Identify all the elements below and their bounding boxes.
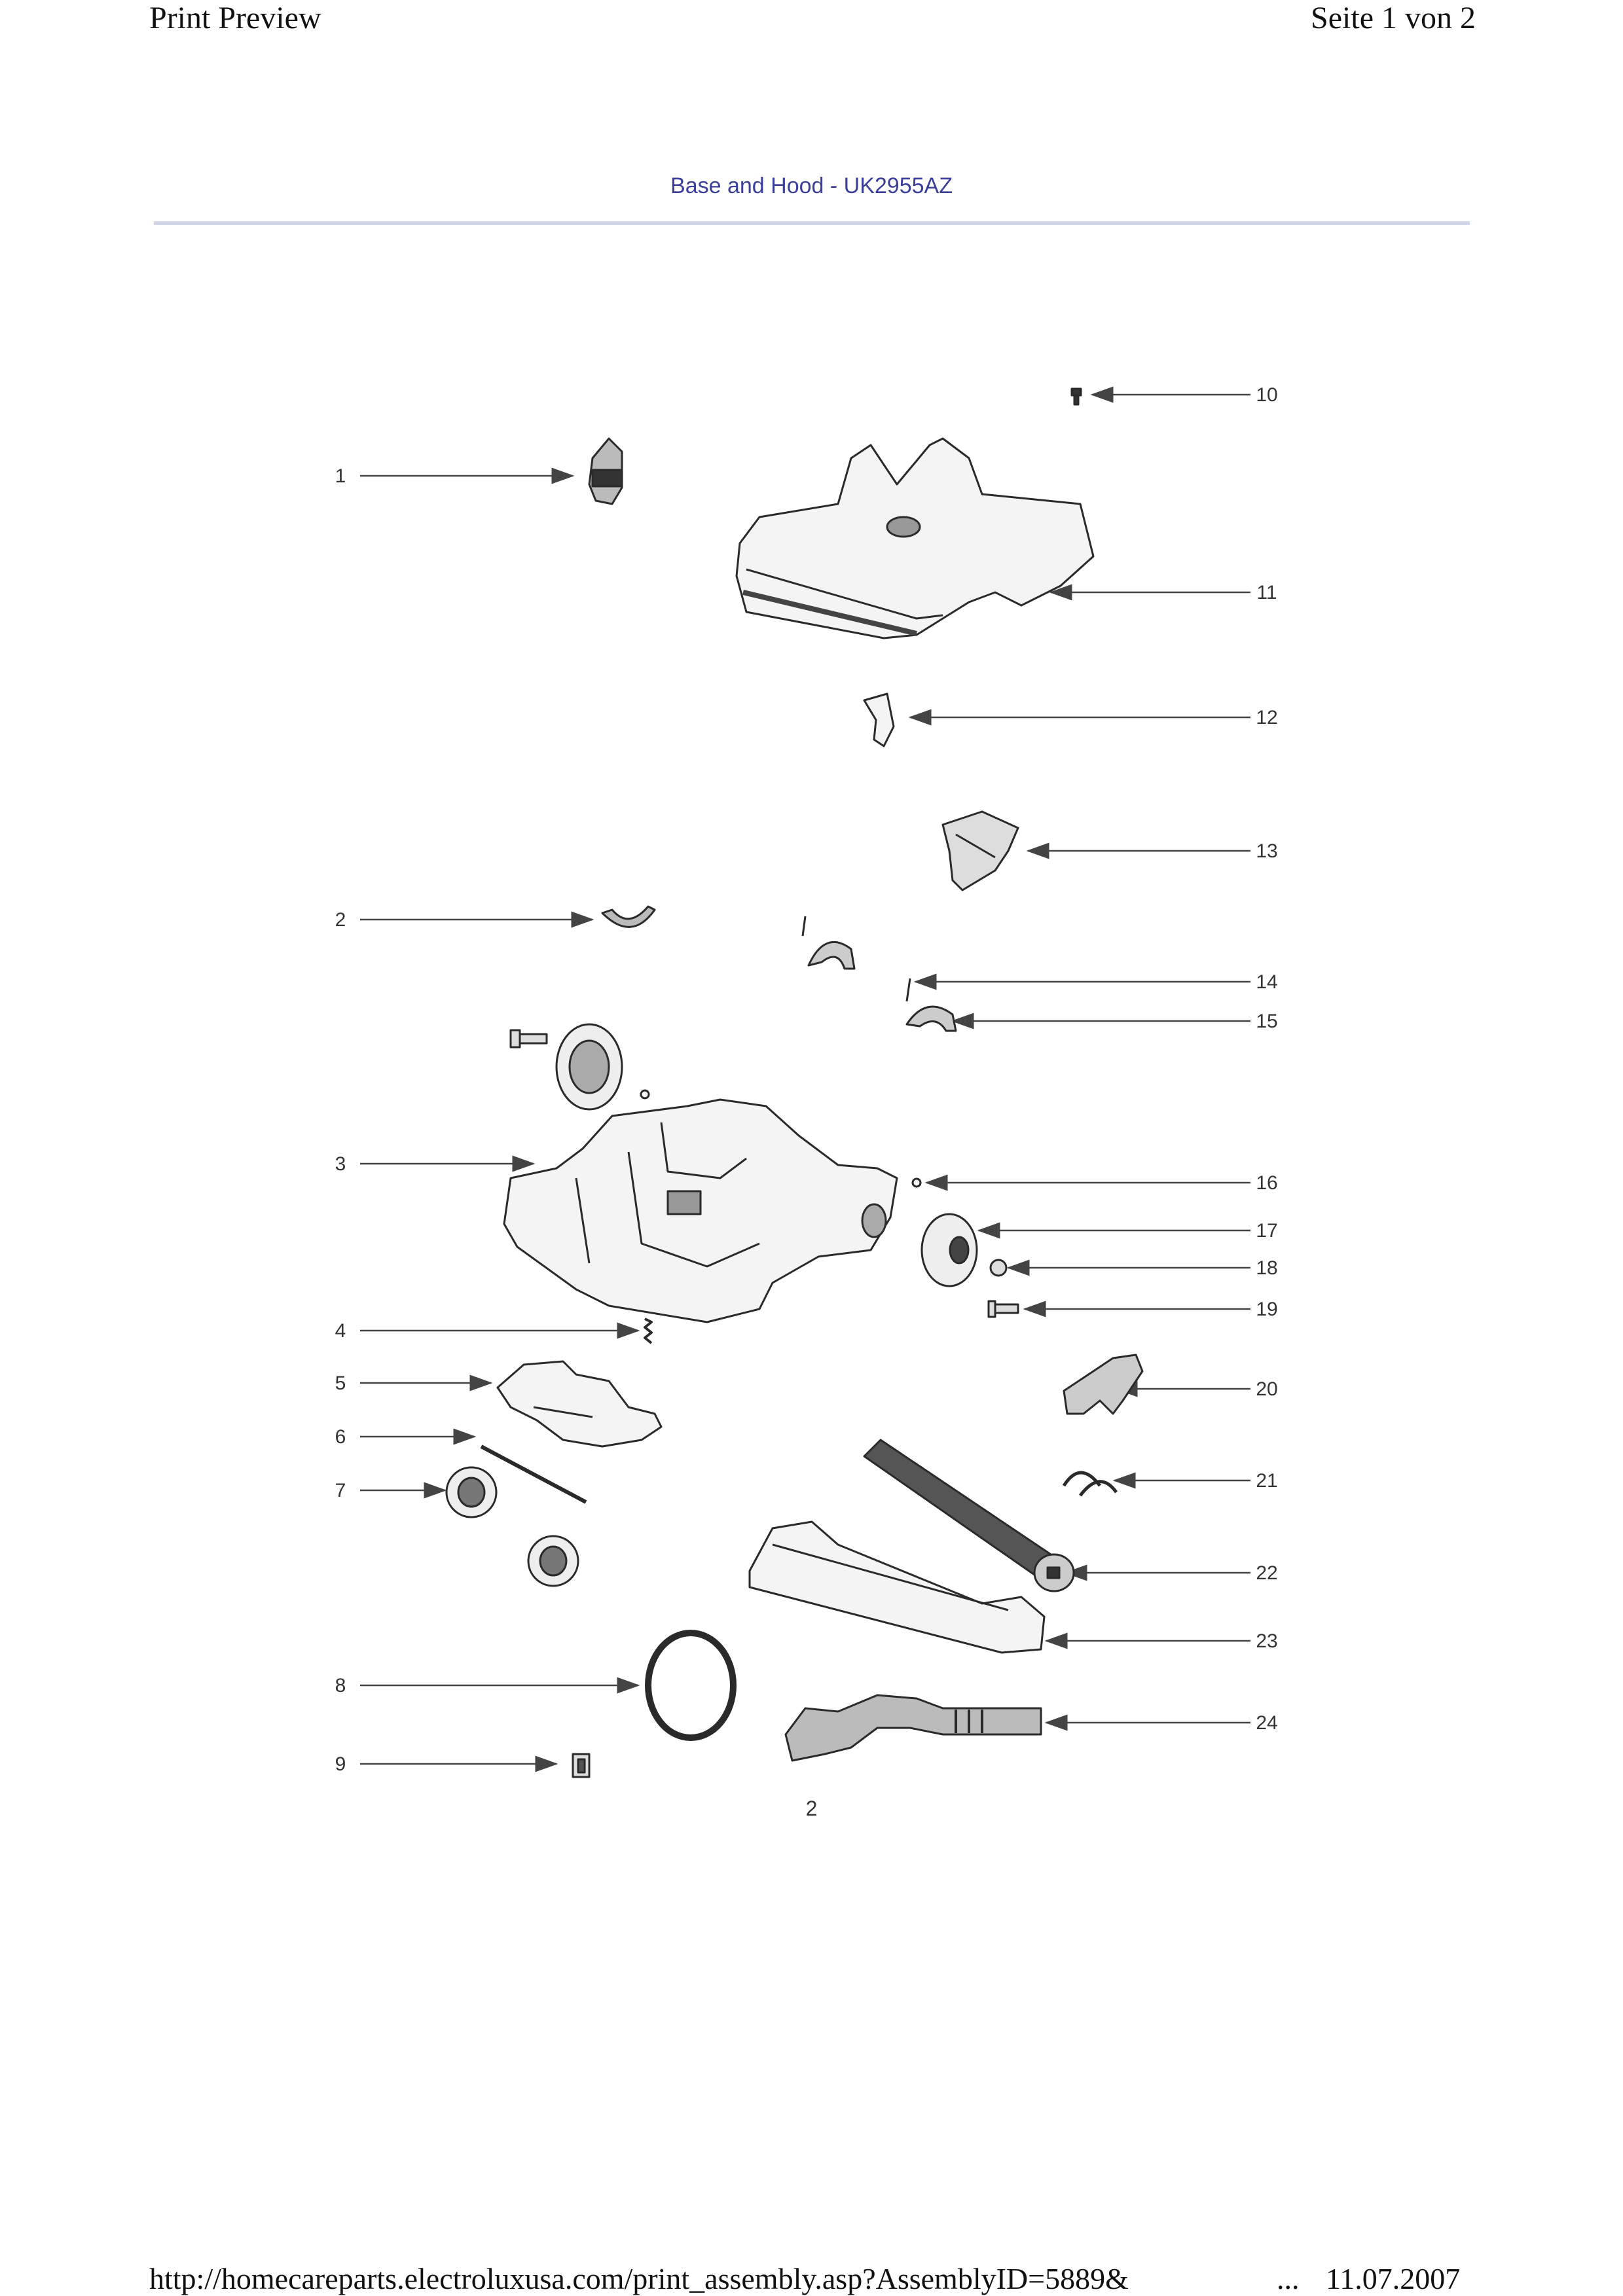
diagram-page-number: 2 [805,1797,818,1820]
callout-6: 6 [335,1426,346,1448]
part-latch-1 [588,437,623,505]
page-counter: Seite 1 von 2 [1311,1,1476,35]
callout-1: 1 [335,465,346,487]
callout-21: 21 [1256,1470,1277,1492]
callout-14: 14 [1256,971,1277,993]
leader-lines [360,386,1250,1772]
part-screw-14 [905,978,911,1002]
part-cover-13 [941,810,1019,891]
callout-17: 17 [1256,1220,1277,1242]
part-clip-9 [572,1753,591,1778]
part-spring-4 [644,1318,653,1344]
part-rod-6 [480,1444,587,1504]
print-date: 11.07.2007 [1326,2262,1461,2295]
part-hood-11 [735,437,1095,639]
callout-8: 8 [335,1675,346,1696]
callout-24: 24 [1256,1712,1277,1734]
part-bracket-15 [905,1005,957,1032]
part-axle-pin [509,1029,548,1049]
part-hose-24 [784,1694,1042,1762]
callout-16: 16 [1256,1172,1277,1194]
url-ellipsis: ... [1277,2262,1300,2295]
part-bolt-19 [987,1300,1019,1318]
part-bracket-upper [801,916,856,970]
callout-9: 9 [335,1753,346,1775]
callout-15: 15 [1256,1011,1277,1032]
callout-11: 11 [1256,582,1277,603]
part-clip-12 [863,692,895,747]
callout-5: 5 [335,1372,346,1394]
callout-12: 12 [1256,707,1277,728]
print-preview-label: Print Preview [149,1,321,35]
callout-10: 10 [1256,384,1277,406]
assembly-title: Base and Hood - UK2955AZ [670,173,953,198]
part-roller-7b [527,1535,579,1587]
callout-23: 23 [1256,1630,1277,1652]
part-clip-16 [911,1177,922,1188]
part-rear-wheel [555,1023,650,1111]
part-brushroll-22 [863,1439,1075,1592]
part-latch-20 [1063,1354,1144,1415]
callout-2: 2 [335,909,346,931]
part-bracket-2 [601,905,656,928]
callout-19: 19 [1256,1299,1277,1320]
parts [445,387,1144,1778]
callout-4: 4 [335,1320,346,1342]
part-clips-21 [1062,1471,1118,1497]
callout-7: 7 [335,1480,346,1501]
part-belt-8 [645,1630,737,1741]
callout-18: 18 [1256,1257,1277,1279]
part-roller-7a [445,1466,498,1518]
part-nut-18 [989,1259,1008,1277]
callout-22: 22 [1256,1562,1277,1584]
part-bottomplate-23 [748,1520,1046,1654]
callout-20: 20 [1256,1378,1277,1400]
title-divider [154,221,1470,225]
part-base-3 [503,1098,898,1323]
source-url[interactable]: http://homecareparts.electroluxusa.com/p… [149,2262,1129,2295]
part-wheel-17 [921,1213,978,1287]
part-screw-10 [1070,387,1082,406]
callout-13: 13 [1256,840,1277,862]
part-frame-5 [496,1360,663,1448]
callout-3: 3 [335,1153,346,1175]
callout-labels: 1 2 3 4 5 6 7 8 9 10 11 12 13 14 15 16 1… [335,384,1278,1775]
